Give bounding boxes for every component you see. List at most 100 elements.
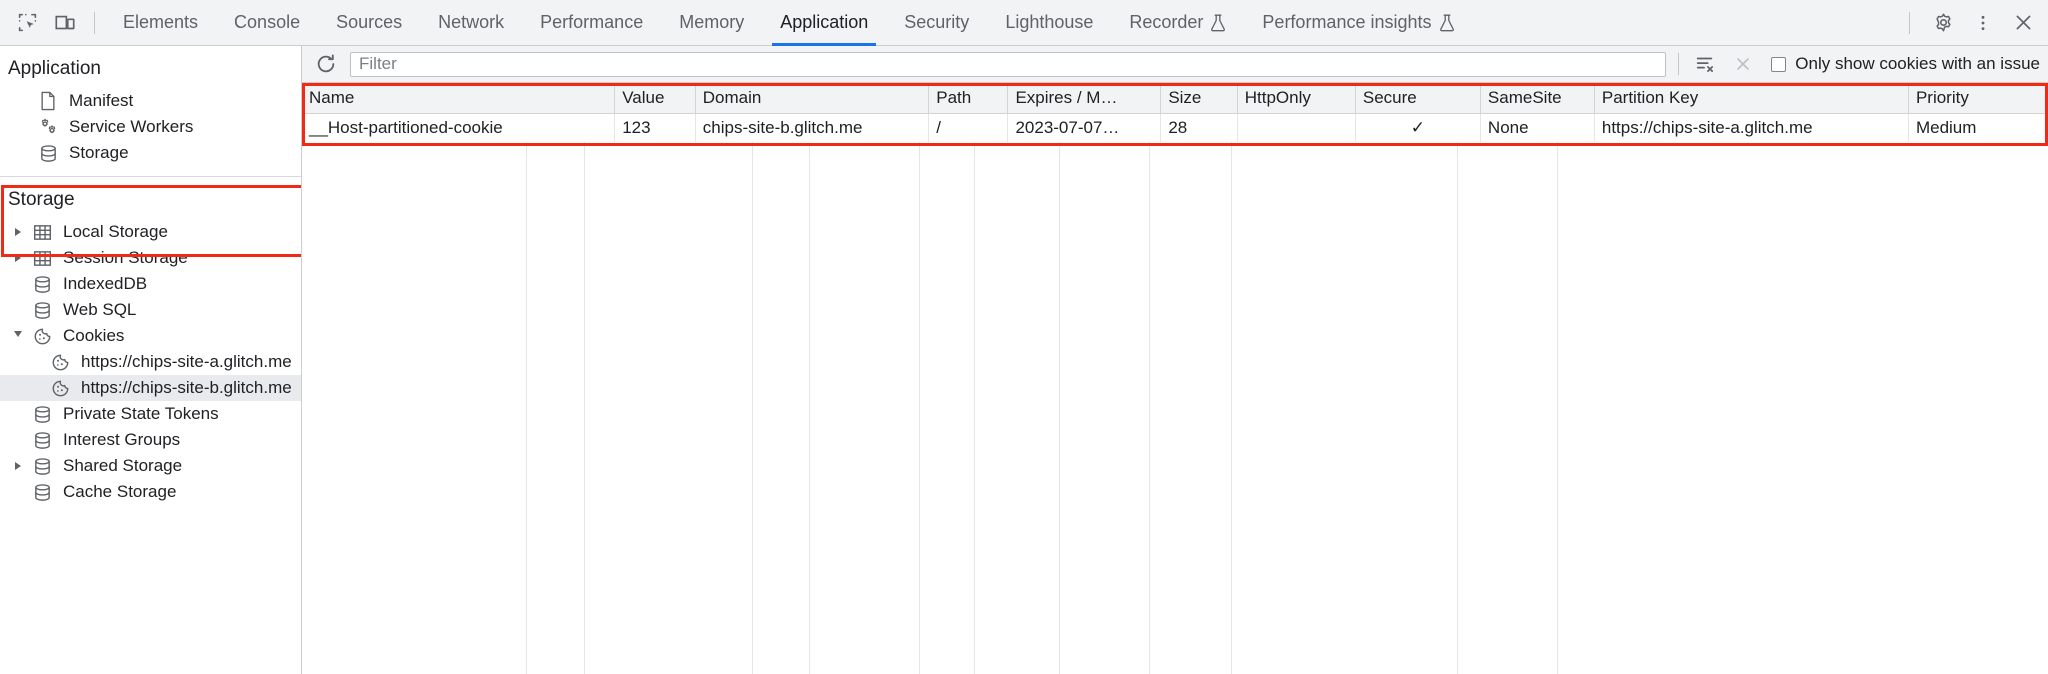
sidebar-item-cache-storage[interactable]: Cache Storage	[0, 479, 301, 505]
tab-performance[interactable]: Performance	[522, 0, 661, 46]
column-header-samesite[interactable]: SameSite	[1480, 83, 1595, 114]
database-icon	[28, 301, 56, 320]
sidebar-item-cookies[interactable]: Cookies	[0, 323, 301, 349]
tab-label: Memory	[679, 12, 745, 32]
tab-sources[interactable]: Sources	[318, 0, 420, 46]
chevron-right-icon[interactable]	[8, 228, 28, 236]
service-workers-gear-icon	[34, 117, 62, 137]
cell-expires: 2023-07-07…	[1007, 113, 1162, 142]
sidebar-item-manifest[interactable]: Manifest	[0, 88, 301, 114]
more-vertical-icon[interactable]	[1964, 4, 2002, 42]
chevron-right-icon[interactable]	[8, 462, 28, 470]
sidebar-item-storage[interactable]: Storage	[0, 140, 301, 166]
tab-memory[interactable]: Memory	[661, 0, 762, 46]
table-grid-icon	[28, 223, 56, 242]
inspect-element-icon[interactable]	[8, 4, 46, 42]
device-toolbar-icon[interactable]	[46, 4, 84, 42]
tab-label: Network	[438, 12, 505, 32]
empty-column-partitionkey	[1232, 142, 1458, 674]
sidebar-item-label: Service Workers	[69, 117, 194, 136]
column-header-name[interactable]: Name	[302, 83, 616, 114]
sidebar-divider	[0, 176, 301, 177]
cell-samesite: None	[1480, 113, 1595, 142]
sidebar-item-local-storage[interactable]: Local Storage	[0, 219, 301, 245]
tab-lighthouse[interactable]: Lighthouse	[987, 0, 1111, 46]
sidebar-item-service-workers[interactable]: Service Workers	[0, 114, 301, 140]
database-icon	[28, 483, 56, 502]
cell-secure: ✓	[1355, 113, 1481, 142]
empty-column-path	[753, 142, 810, 674]
sidebar-item-label: Manifest	[69, 91, 134, 110]
empty-column-secure	[1060, 142, 1150, 674]
sidebar-item-interest-groups[interactable]: Interest Groups	[0, 427, 301, 453]
tab-performance-insights[interactable]: Performance insights	[1244, 0, 1472, 46]
close-icon[interactable]	[2004, 4, 2042, 42]
tab-recorder[interactable]: Recorder	[1111, 0, 1244, 46]
checkbox-box[interactable]	[1771, 56, 1787, 72]
sidebar-item-private-state-tokens[interactable]: Private State Tokens	[0, 401, 301, 427]
sidebar-section-application-title: Application	[8, 58, 101, 79]
database-icon	[28, 431, 56, 450]
tab-elements[interactable]: Elements	[105, 0, 216, 46]
column-header-priority[interactable]: Priority	[1908, 83, 2048, 114]
tab-label: Performance	[540, 12, 644, 32]
toolbar-divider	[1678, 53, 1680, 75]
sidebar-item-https-chips-site-a-glitch-me[interactable]: https://chips-site-a.glitch.me	[0, 349, 301, 375]
sidebar-item-label: Shared Storage	[63, 456, 183, 475]
filter-input[interactable]	[350, 51, 1667, 77]
devtools-body: Application Manifest Service Workers Sto…	[0, 46, 2048, 674]
only-show-issues-checkbox[interactable]: Only show cookies with an issue	[1767, 54, 2040, 74]
tab-label: Console	[234, 12, 301, 32]
sidebar-item-session-storage[interactable]: Session Storage	[0, 245, 301, 271]
sidebar-storage-items: Local Storage Session Storage IndexedDB …	[0, 219, 301, 505]
cell-path: /	[928, 113, 1009, 142]
refresh-icon[interactable]	[312, 50, 340, 78]
gear-icon[interactable]	[1924, 4, 1962, 42]
cookie-icon	[46, 379, 74, 398]
empty-column-expires	[810, 142, 920, 674]
column-header-path[interactable]: Path	[928, 83, 1009, 114]
column-header-secure[interactable]: Secure	[1355, 83, 1481, 114]
toolbar-divider	[94, 11, 95, 34]
tab-label: Application	[780, 12, 869, 32]
tab-application[interactable]: Application	[762, 0, 886, 46]
cell-priority: Medium	[1908, 113, 2048, 142]
empty-column-priority	[1458, 142, 1558, 674]
sidebar-item-web-sql[interactable]: Web SQL	[0, 297, 301, 323]
clear-all-cookies-icon[interactable]	[1691, 50, 1719, 78]
column-header-httponly[interactable]: HttpOnly	[1237, 83, 1356, 114]
tab-label: Elements	[123, 12, 199, 32]
tab-security[interactable]: Security	[886, 0, 987, 46]
empty-column-httponly	[975, 142, 1060, 674]
sidebar-item-https-chips-site-b-glitch-me[interactable]: https://chips-site-b.glitch.me	[0, 375, 301, 401]
empty-column-domain	[585, 142, 753, 674]
sidebar-item-indexeddb[interactable]: IndexedDB	[0, 271, 301, 297]
column-header-size[interactable]: Size	[1160, 83, 1238, 114]
column-header-partitionkey[interactable]: Partition Key	[1594, 83, 1909, 114]
tab-label: Lighthouse	[1005, 12, 1094, 32]
sidebar-item-label: Cookies	[63, 326, 125, 345]
application-sidebar: Application Manifest Service Workers Sto…	[0, 46, 302, 674]
sidebar-item-label: Storage	[69, 143, 129, 162]
cell-value: 123	[614, 113, 696, 142]
column-header-domain[interactable]: Domain	[695, 83, 930, 114]
cell-httponly	[1237, 113, 1356, 142]
column-header-expires[interactable]: Expires / M…	[1007, 83, 1162, 114]
sidebar-item-label: Cache Storage	[63, 482, 177, 501]
chevron-down-icon[interactable]	[8, 331, 28, 341]
empty-column-value	[527, 142, 585, 674]
table-grid-icon	[28, 249, 56, 268]
sidebar-item-label: IndexedDB	[63, 274, 148, 293]
cookies-toolbar: Only show cookies with an issue	[302, 46, 2048, 83]
column-header-value[interactable]: Value	[614, 83, 696, 114]
tab-network[interactable]: Network	[420, 0, 522, 46]
cell-domain: chips-site-b.glitch.me	[695, 113, 930, 142]
chevron-right-icon[interactable]	[8, 254, 28, 262]
tab-console[interactable]: Console	[216, 0, 318, 46]
sidebar-item-shared-storage[interactable]: Shared Storage	[0, 453, 301, 479]
tab-label: Recorder	[1129, 12, 1204, 32]
clear-filtered-icon[interactable]	[1729, 50, 1757, 78]
database-icon	[34, 144, 62, 163]
